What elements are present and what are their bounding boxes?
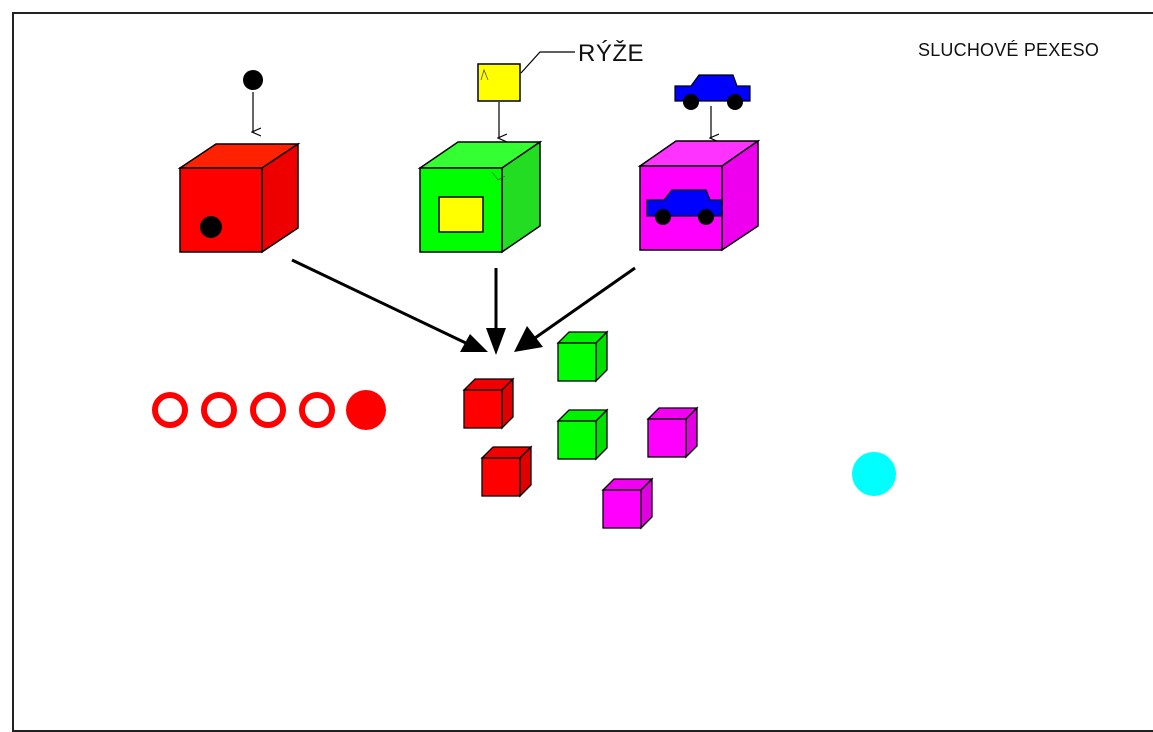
pair-ring-empty: [152, 392, 188, 428]
rice-square-icon[interactable]: [477, 63, 521, 102]
category-car: [637, 74, 761, 252]
cube-green[interactable]: [556, 330, 609, 383]
cube-magenta[interactable]: [601, 477, 654, 530]
cube-red[interactable]: [480, 445, 533, 498]
cube-green[interactable]: [556, 408, 609, 461]
pair-ring-empty: [299, 392, 335, 428]
cube-red[interactable]: [462, 377, 515, 430]
rice-in-box-icon: [438, 196, 484, 233]
ball-in-box-icon: [200, 216, 222, 238]
category-rice: [417, 51, 575, 254]
pair-ring-filled: [346, 390, 386, 430]
red-source-box[interactable]: [177, 142, 301, 254]
green-source-box[interactable]: [417, 140, 543, 254]
cube-pile: [462, 330, 699, 530]
category-ball: [177, 70, 301, 254]
pair-ring-empty: [201, 392, 237, 428]
merge-arrows: [291, 258, 636, 355]
cube-magenta[interactable]: [646, 406, 699, 459]
pair-ring-empty: [250, 392, 286, 428]
game-board: [152, 51, 896, 530]
cursor-dot[interactable]: [852, 452, 896, 496]
rice-callout-line: [520, 51, 575, 74]
game-title: SLUCHOVÉ PEXESO: [918, 40, 1100, 60]
car-icon[interactable]: [674, 74, 751, 110]
car-in-box-icon: [646, 189, 723, 225]
rice-callout-label: RÝŽE: [578, 40, 645, 67]
magenta-source-box[interactable]: [637, 139, 761, 252]
ball-icon[interactable]: [243, 70, 263, 90]
pairs-progress: [152, 390, 386, 430]
